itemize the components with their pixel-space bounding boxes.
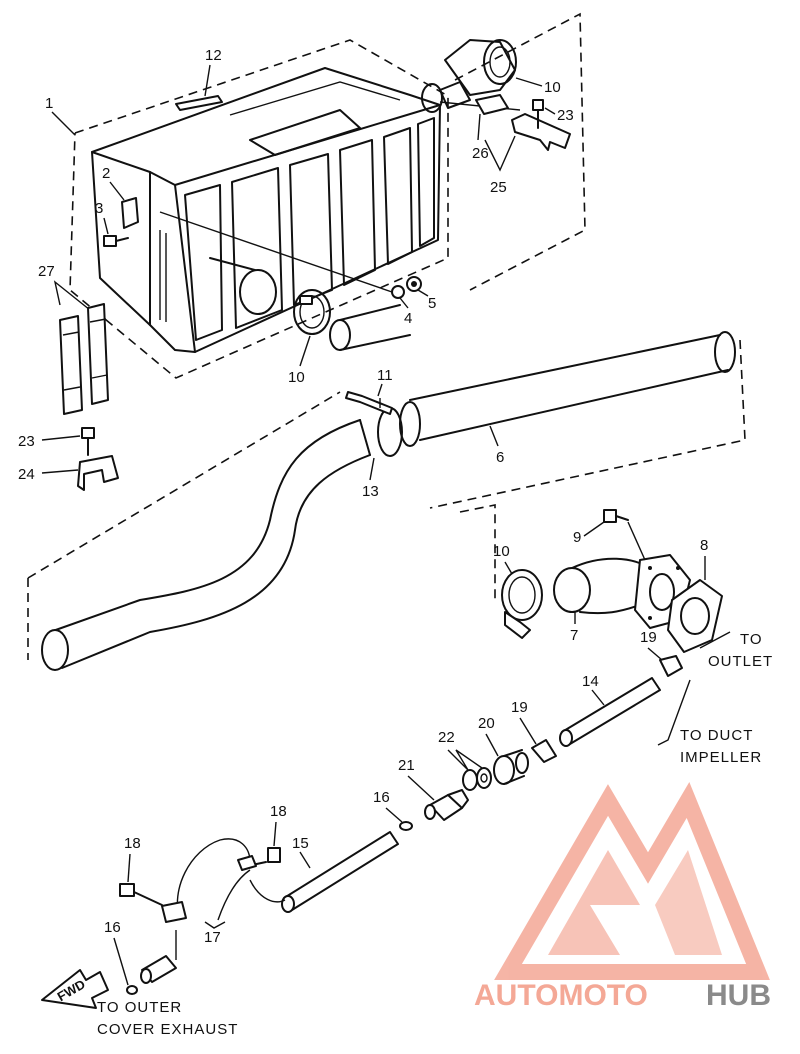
part-10-clamp-outlet <box>501 569 543 639</box>
part-24-bracket <box>77 455 119 491</box>
part-label-14: 14 <box>582 673 599 690</box>
part-label-16-mid: 16 <box>373 789 390 806</box>
part-label-24: 24 <box>18 466 35 483</box>
watermark-text-hub: HUB <box>706 979 771 1012</box>
part-label-1: 1 <box>45 95 53 112</box>
top-right-assembly <box>439 12 586 291</box>
part-label-4: 4 <box>404 310 412 327</box>
part-14-hose <box>559 677 661 747</box>
main-hose <box>27 331 746 671</box>
part-8-gasket <box>667 579 723 653</box>
part-label-19-right: 19 <box>640 629 657 646</box>
muffler-box <box>69 39 449 379</box>
part-label-10-box: 10 <box>288 369 305 386</box>
part-label-9: 9 <box>573 529 581 546</box>
part-label-23-left: 23 <box>18 433 35 450</box>
part-label-20: 20 <box>478 715 495 732</box>
part-label-16-bottom: 16 <box>104 919 121 936</box>
bottom-left-fittings <box>119 838 286 995</box>
part-labels: 1 2 3 4 5 6 7 8 9 10 10 10 11 12 13 14 1… <box>18 47 708 986</box>
part-19-clip-right <box>659 655 683 677</box>
part-label-8: 8 <box>700 537 708 554</box>
part-label-23-top: 23 <box>557 107 574 124</box>
part-label-11: 11 <box>377 367 393 384</box>
part-11-clamp <box>345 391 393 415</box>
part-19-clip-mid <box>531 739 557 763</box>
part-label-13: 13 <box>362 483 379 500</box>
part-16-clip-mid <box>399 821 413 831</box>
routing-lines <box>657 631 731 746</box>
part-label-18-right: 18 <box>270 803 287 820</box>
part-4-washer <box>391 285 405 299</box>
outlet-elbow-assembly <box>459 504 723 677</box>
part-label-21: 21 <box>398 757 415 774</box>
part-label-5: 5 <box>428 295 436 312</box>
left-straps <box>53 280 119 491</box>
part-label-10-outlet: 10 <box>493 543 510 560</box>
part-2-plate <box>121 197 139 229</box>
part-label-18-left: 18 <box>124 835 141 852</box>
part-label-3: 3 <box>95 200 103 217</box>
part-23-bolt-top <box>532 99 544 129</box>
part-label-26: 26 <box>472 145 489 162</box>
note-to-outlet-line2: OUTLET <box>708 653 773 670</box>
part-10-clamp-box <box>293 289 331 335</box>
part-label-27: 27 <box>38 263 55 280</box>
part-26-pad <box>475 94 509 115</box>
part-label-19-mid: 19 <box>511 699 528 716</box>
part-9-bolt <box>603 509 629 523</box>
part-label-15: 15 <box>292 835 309 852</box>
part-23-bolt-left <box>81 427 95 456</box>
note-to-outer-line2: COVER EXHAUST <box>97 1021 238 1038</box>
watermark-logo <box>494 781 770 980</box>
part-3-bolt <box>103 235 129 247</box>
part-20-fitting <box>493 749 529 785</box>
watermark-text: AUTOMOTO HUB <box>474 979 771 1012</box>
routing-notes: TO OUTLET TO DUCT IMPELLER TO OUTER COVE… <box>97 631 773 1038</box>
part-label-6: 6 <box>496 449 504 466</box>
part-12-pad <box>175 95 223 111</box>
box-internal-frames <box>159 117 435 341</box>
part-21-nipple <box>424 789 469 821</box>
note-to-outlet-line1: TO <box>740 631 763 648</box>
part-label-17: 17 <box>204 929 221 946</box>
part-label-12: 12 <box>205 47 222 64</box>
note-to-duct-line2: IMPELLER <box>680 749 762 766</box>
note-to-duct-line1: TO DUCT <box>680 727 753 744</box>
part-25-bracket <box>511 113 571 151</box>
part-22-washers <box>462 767 492 791</box>
part-label-7: 7 <box>570 627 578 644</box>
watermark-text-main: AUTOMOTO <box>474 979 648 1012</box>
part-label-10-top: 10 <box>544 79 561 96</box>
note-to-outer-line1: TO OUTER <box>97 999 182 1016</box>
part-label-2: 2 <box>102 165 110 182</box>
part-label-22: 22 <box>438 729 455 746</box>
part-label-25: 25 <box>490 179 507 196</box>
